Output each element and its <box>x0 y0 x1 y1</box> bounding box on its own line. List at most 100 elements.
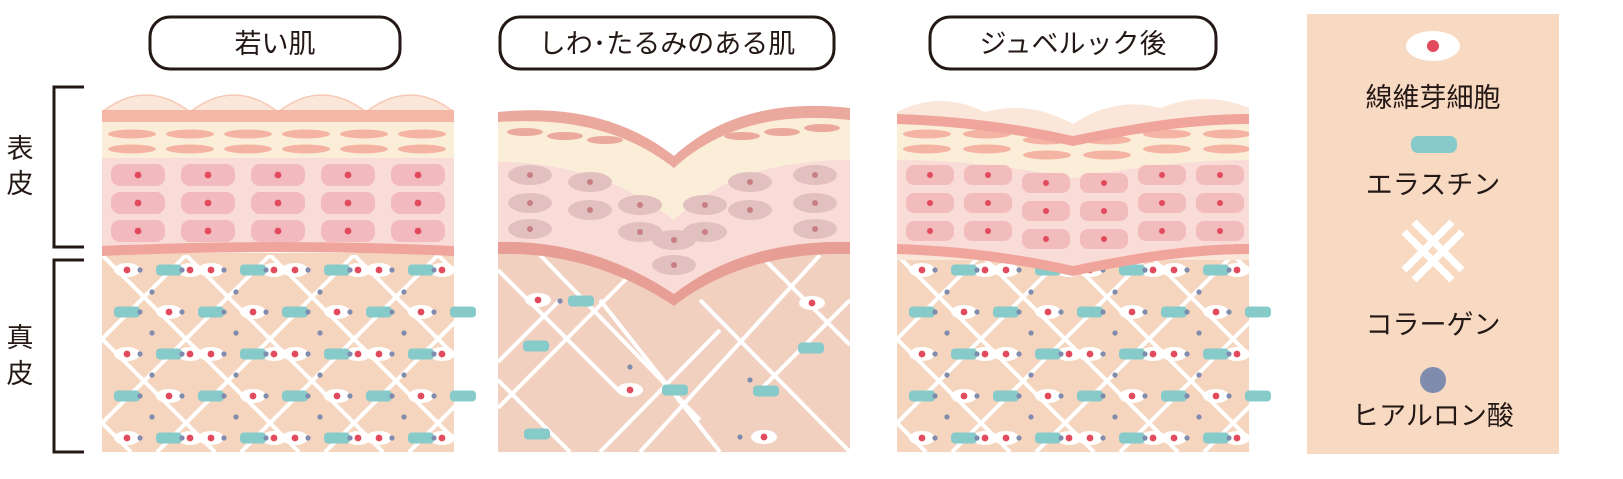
lipid-cell <box>507 128 543 136</box>
lipid-cell <box>804 124 840 132</box>
hyaluronic-acid-dot <box>317 330 323 336</box>
hyaluronic-acid-dot <box>137 309 143 315</box>
collagen-fiber <box>498 298 562 364</box>
hyaluronic-acid-dot <box>1016 393 1022 399</box>
hyaluronic-acid-dot <box>1058 393 1064 399</box>
hyaluronic-acid-dot <box>347 267 353 273</box>
lipid-cell <box>340 129 388 139</box>
elastin-fiber <box>1119 432 1145 444</box>
epidermal-nucleus <box>927 228 933 234</box>
hyaluronic-acid-dot <box>431 393 437 399</box>
collagen-fiber <box>498 268 622 394</box>
epidermal-nucleus <box>702 202 708 208</box>
epidermal-nucleus <box>274 199 282 207</box>
elastin-fiber <box>114 306 140 318</box>
hyaluronic-acid-dot <box>932 393 938 399</box>
epidermis-young <box>102 94 454 256</box>
elastin-fiber <box>1035 432 1061 444</box>
fibroblast-nucleus <box>291 266 299 274</box>
elastin-icon <box>1411 136 1457 153</box>
elastin-fiber <box>198 390 224 402</box>
elastin-fiber <box>366 306 392 318</box>
hyaluronic-acid-dot <box>179 267 185 273</box>
fibroblast-nucleus <box>333 392 341 400</box>
collagen-fiber <box>1569 255 1623 452</box>
lipid-cell <box>224 144 272 154</box>
panel-after <box>897 99 1623 452</box>
elastin-fiber <box>568 295 594 307</box>
elastin-fiber <box>951 264 977 276</box>
lipid-cell <box>1023 150 1071 160</box>
hyaluronic-acid-dot <box>1028 414 1034 420</box>
elastin-fiber <box>1035 348 1061 360</box>
hyaluronic-acid-dot <box>431 309 437 315</box>
lipid-cell <box>282 129 330 139</box>
epidermal-nucleus <box>747 179 753 185</box>
lipid-cell <box>282 144 330 154</box>
hyaluronic-acid-dot <box>974 351 980 357</box>
hyaluronic-acid-dot <box>389 351 395 357</box>
hyaluronic-acid-dot <box>557 298 563 304</box>
hyaluronic-acid-dot <box>137 393 143 399</box>
elastin-fiber <box>450 390 476 402</box>
hyaluronic-acid-dot <box>932 267 938 273</box>
hyaluronic-acid-dot <box>263 393 269 399</box>
epidermal-nucleus <box>204 171 212 179</box>
dermis-bracket <box>52 258 84 454</box>
hyaluronic-acid-dot <box>149 330 155 336</box>
dermis-after <box>897 253 1623 452</box>
elastin-fiber <box>1245 306 1271 318</box>
dermis-young <box>102 253 476 452</box>
hyaluronic-acid-dot <box>305 267 311 273</box>
epidermal-nucleus <box>637 202 643 208</box>
hyaluronic-acid-dot <box>1100 435 1106 441</box>
lipid-cell <box>963 144 1011 154</box>
fibroblast-nucleus <box>1128 392 1136 400</box>
hyaluronic-acid-dot <box>1016 351 1022 357</box>
lipid-cell <box>1143 144 1191 154</box>
fibroblast-nucleus <box>1002 434 1010 442</box>
elastin-fiber <box>324 432 350 444</box>
hyaluronic-acid-dot <box>1226 393 1232 399</box>
collagen-fiber <box>498 378 572 452</box>
fibroblast-nucleus <box>375 434 383 442</box>
epidermal-nucleus <box>414 199 422 207</box>
epidermal-nucleus <box>1101 180 1107 186</box>
hyaluronic-acid-dot <box>149 372 155 378</box>
epidermal-nucleus <box>344 227 352 235</box>
fibroblast-nucleus <box>333 308 341 316</box>
epidermal-nucleus <box>985 172 991 178</box>
hyaluronic-acid-dot <box>221 309 227 315</box>
hyaluronic-acid-dot <box>1142 393 1148 399</box>
hyaluronic-acid-dot <box>347 393 353 399</box>
fibroblast-nucleus <box>1149 434 1157 442</box>
hyaluronic-acid-dot <box>389 309 395 315</box>
hyaluronic-acid-dot <box>179 351 185 357</box>
hyaluronic-acid-dot <box>932 435 938 441</box>
hyaluronic-acid-dot <box>401 372 407 378</box>
fibroblast-nucleus <box>918 350 926 358</box>
fibroblast-nucleus <box>165 392 173 400</box>
elastin-fiber <box>114 390 140 402</box>
epidermal-nucleus <box>1043 236 1049 242</box>
legend-label-fibroblast: 線維芽細胞 <box>1366 83 1501 114</box>
hyaluronic-acid-dot <box>233 289 239 295</box>
hyaluronic-acid-dot <box>932 309 938 315</box>
hyaluronic-acid-dot <box>431 435 437 441</box>
hyaluronic-acid-dot <box>1142 351 1148 357</box>
hyaluronic-acid-dot <box>347 351 353 357</box>
elastin-fiber <box>366 390 392 402</box>
lipid-cell <box>166 129 214 139</box>
hyaluronic-acid-dot <box>737 434 743 440</box>
elastin-fiber <box>282 306 308 318</box>
hyaluronic-acid-dot <box>1226 309 1232 315</box>
epidermal-nucleus <box>812 172 818 178</box>
fibroblast-nucleus <box>1149 266 1157 274</box>
hyaluronic-acid-dot <box>1184 309 1190 315</box>
hyaluronic-acid-dot <box>431 351 437 357</box>
fibroblast-nucleus <box>1233 350 1241 358</box>
hyaluronic-acid-dot <box>1184 393 1190 399</box>
hyaluronic-acid-dot <box>389 393 395 399</box>
hyaluronic-acid-dot <box>305 351 311 357</box>
lipid-cell <box>108 144 156 154</box>
